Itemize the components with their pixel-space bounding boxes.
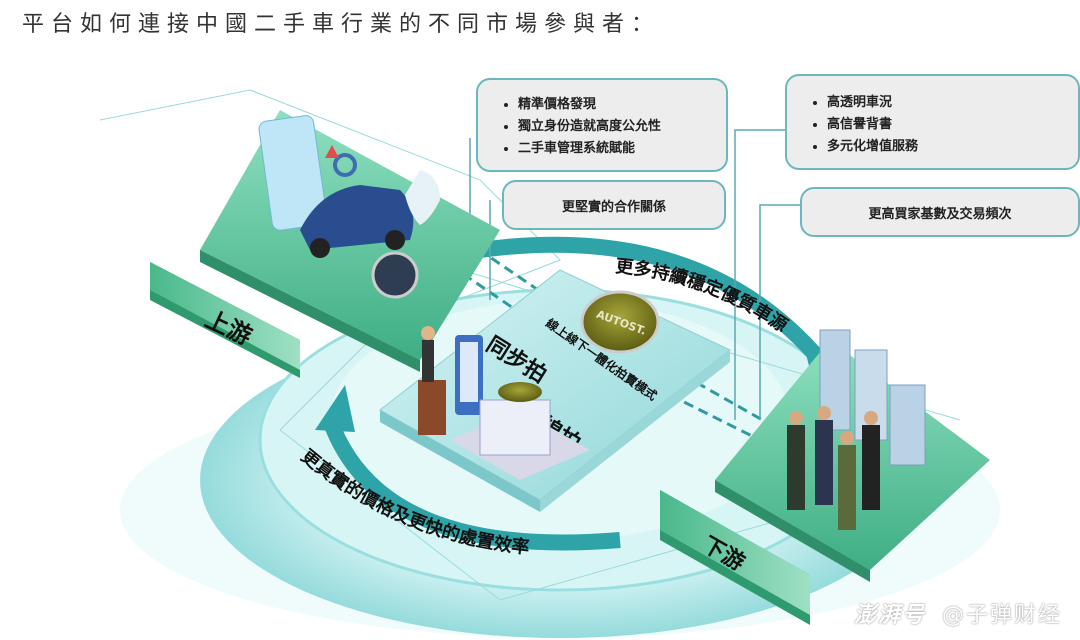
phone-icon [258, 115, 328, 231]
auctioneer-icon [422, 340, 434, 382]
partnership-label: 更堅實的合作關係 [561, 199, 666, 215]
downstream-benefits-box: 高透明車況 高信譽背書 多元化增值服務 [785, 74, 1080, 170]
center-platform: AUTOST. 線上線下一體化拍賣模式 同步拍 + 在線拍 [379, 269, 731, 512]
buyers-box: 更高買家基數及交易頻次 [800, 187, 1080, 237]
watermark: 澎湃号 @子弹财经 [854, 602, 1062, 630]
buyers-label: 更高買家基數及交易頻次 [868, 206, 1012, 222]
list-item: 二手車管理系統賦能 [518, 138, 726, 160]
upstream-platform [200, 110, 500, 372]
buyers-icon [787, 406, 880, 530]
list-item: 精準價格發現 [518, 94, 726, 116]
house-icon [479, 399, 551, 456]
building-icon [889, 384, 926, 466]
page-title: 平台如何連接中國二手車行業的不同市場參與者： [22, 12, 661, 37]
podium-icon [418, 380, 446, 435]
car-icon [300, 185, 414, 250]
list-item: 獨立身份造就高度公允性 [518, 116, 726, 138]
warning-icon [325, 145, 339, 158]
list-item: 高透明車況 [827, 92, 1078, 114]
arrow-head-icon [315, 385, 355, 432]
partnership-box: 更堅實的合作關係 [502, 180, 726, 230]
downstream-platform [715, 329, 990, 582]
autost-logo [580, 290, 660, 354]
list-item: 多元化增值服務 [827, 136, 1078, 158]
upstream-benefits-box: 精準價格發現 獨立身份造就高度公允性 二手車管理系統賦能 [476, 78, 728, 172]
watermark-account: @子弹财经 [941, 603, 1062, 628]
shield-icon [405, 170, 440, 225]
list-item: 高信譽背書 [827, 114, 1078, 136]
upstream-tag: 上游 [150, 262, 300, 378]
watermark-logo: 澎湃号 [853, 603, 926, 628]
speedometer-icon [371, 251, 419, 299]
gear-icon [333, 153, 357, 177]
